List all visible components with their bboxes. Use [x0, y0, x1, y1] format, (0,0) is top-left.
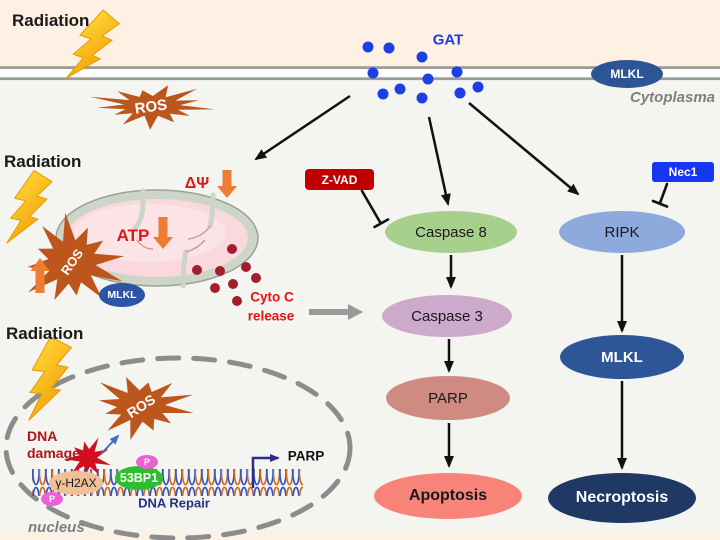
dna-repair-label: DNA Repair — [138, 495, 210, 511]
damage-to-ros-arrow — [100, 434, 120, 455]
nucleus-label: nucleus — [28, 519, 85, 536]
lightning-bolt-nucleus — [28, 336, 73, 421]
node-caspase3: Caspase 3 — [382, 295, 512, 337]
mito-mlkl: MLKL — [99, 283, 145, 307]
dna-damage-label: DNA damage — [27, 428, 80, 462]
lightning-bolt-mito — [6, 169, 53, 244]
atp-down-arrow — [153, 217, 173, 249]
delta-psi-down-arrow — [217, 170, 237, 198]
phospho-badge-1: P — [41, 492, 63, 506]
lightning-bolt-top — [65, 9, 121, 79]
cyto-c-label-line1: Cyto C — [250, 289, 294, 305]
orange-change-arrows — [30, 170, 237, 293]
parp-transcription-arrow — [251, 454, 280, 488]
dna-damage-star — [64, 437, 111, 475]
cytochrome-c-dots — [192, 244, 261, 306]
gat-label: GAT — [432, 31, 464, 49]
plasma-membrane — [0, 66, 720, 81]
ros-burst-nucleus — [98, 377, 194, 440]
phospho-badge-2: P — [136, 455, 158, 469]
gamma-h2ax: γ-H2AX — [49, 471, 103, 495]
node-parp: PARP — [386, 376, 510, 420]
radiation-label-top: Radiation — [12, 11, 90, 30]
nec1-inhibitor: Nec1 — [652, 162, 714, 182]
delta-psi-label: ΔΨ — [184, 175, 210, 192]
radiation-label-mito: Radiation — [4, 152, 82, 171]
membrane-mlkl: MLKL — [591, 60, 663, 88]
gat-molecule-dots — [362, 41, 484, 104]
nucleus-envelope — [3, 355, 353, 540]
dna-damage-line1: DNA — [27, 428, 58, 444]
nec1-inhibition-bar — [651, 182, 669, 208]
dna-damage-line2: damage — [27, 444, 80, 461]
53bp1: 53BP1 — [115, 466, 163, 490]
ros-bursts — [27, 85, 215, 475]
node-apoptosis: Apoptosis — [374, 473, 522, 519]
release-arrow — [309, 304, 363, 320]
atp-label: ATP — [116, 226, 150, 245]
zvad-inhibitor: Z-VAD — [305, 169, 374, 190]
cytoplasm-label: Cytoplasma — [630, 89, 716, 106]
node-mlkl: MLKL — [560, 335, 684, 379]
extracellular-background — [0, 0, 720, 67]
flow-arrows — [254, 94, 627, 470]
ros-burst-mito — [27, 212, 125, 300]
parp-gene-label: PARP — [287, 448, 325, 464]
node-necroptosis: Necroptosis — [548, 473, 696, 523]
ros-burst-top — [89, 85, 215, 130]
cyto-c-label-line2: release — [247, 308, 295, 324]
node-caspase8: Caspase 8 — [385, 211, 517, 253]
ros-up-arrow — [30, 258, 50, 293]
zvad-inhibition-bar — [360, 189, 390, 229]
node-ripk: RIPK — [559, 211, 685, 253]
bottom-strip — [0, 532, 720, 540]
radiation-label-nucleus: Radiation — [6, 324, 84, 343]
